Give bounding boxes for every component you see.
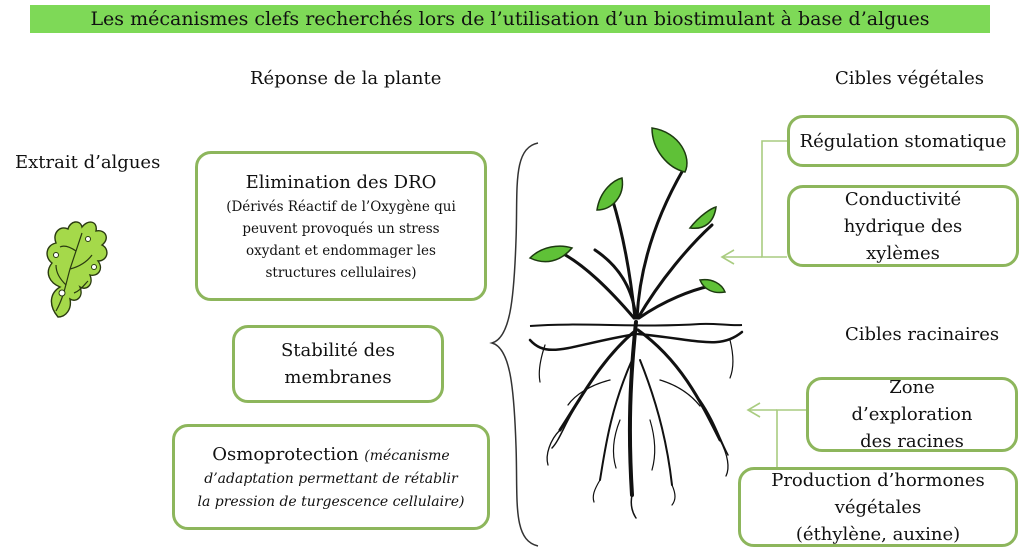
osmo-box: Osmoprotection (mécanisme d’adaptation p… xyxy=(172,424,490,530)
osmo-title: Osmoprotection xyxy=(212,444,365,465)
exploration-label: Zone d’exploration des racines xyxy=(851,377,973,452)
page-title: Les mécanismes clefs recherchés lors de … xyxy=(90,8,930,30)
hormones-box: Production d’hormones végétales (éthylèn… xyxy=(738,467,1018,547)
exploration-box: Zone d’exploration des racines xyxy=(806,377,1018,452)
dro-detail: (Dérivés Réactif de l’Oxygène qui peuven… xyxy=(226,198,456,281)
hormones-title: Production d’hormones végétales xyxy=(771,469,985,518)
algae-label: Extrait d’algues xyxy=(15,152,161,173)
response-heading: Réponse de la plante xyxy=(250,68,442,89)
curly-brace xyxy=(489,142,539,547)
membranes-title: Stabilité des membranes xyxy=(280,340,396,388)
dro-box: Elimination des DRO (Dérivés Réactif de … xyxy=(195,151,487,301)
title-bar: Les mécanismes clefs recherchés lors de … xyxy=(30,5,990,33)
dro-title: Elimination des DRO xyxy=(245,171,437,193)
membranes-box: Stabilité des membranes xyxy=(232,325,444,403)
xylem-box: Conductivité hydrique des xylèmes xyxy=(787,185,1019,267)
stomata-box: Régulation stomatique xyxy=(787,115,1019,167)
osmo-detail: (mécanisme d’adaptation permettant de ré… xyxy=(197,448,465,510)
plant-illustration xyxy=(528,127,744,519)
stomata-label: Régulation stomatique xyxy=(799,130,1007,152)
plant-targets-heading: Cibles végétales xyxy=(835,68,985,89)
algae-icon xyxy=(46,221,108,318)
root-targets-heading: Cibles racinaires xyxy=(845,324,1000,345)
hormones-detail: (éthylène, auxine) xyxy=(795,523,961,545)
root-targets-connector xyxy=(746,402,806,467)
xylem-label: Conductivité hydrique des xylèmes xyxy=(843,188,963,264)
plant-targets-connector xyxy=(720,140,787,265)
